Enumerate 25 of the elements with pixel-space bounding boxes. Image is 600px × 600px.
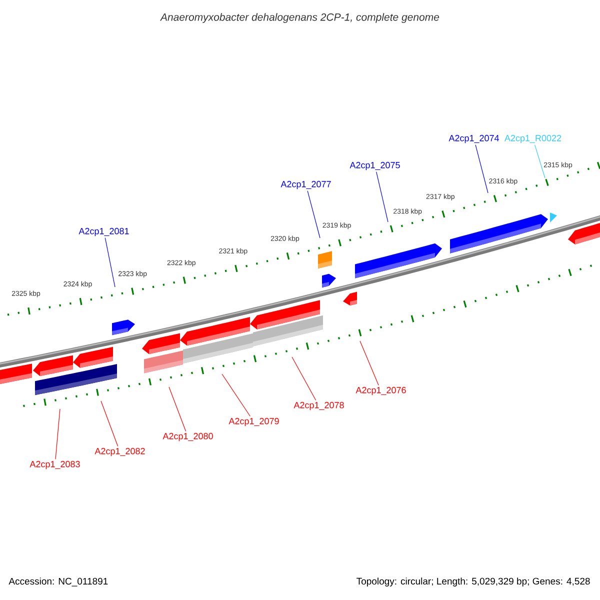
leader-line xyxy=(475,144,488,194)
leader-line xyxy=(534,144,546,178)
gene-label: A2cp1_2083 xyxy=(30,460,80,470)
gene-label: A2cp1_2074 xyxy=(448,134,499,144)
leader-line xyxy=(104,237,116,288)
leader-line xyxy=(55,408,60,460)
gene-label: A2cp1_2080 xyxy=(162,432,213,442)
gene-label: A2cp1_2077 xyxy=(280,180,331,190)
gene-label: A2cp1_2076 xyxy=(356,386,406,396)
footer-text: Topology: circular; Length: 5,029,329 bp; Genes: 4,528 xyxy=(356,578,590,586)
leader-line xyxy=(376,171,388,222)
leader-line xyxy=(100,400,118,447)
gene-label: A2cp1_R0022 xyxy=(504,134,562,144)
leader-line xyxy=(168,386,186,432)
leader-line xyxy=(222,374,250,417)
leader-line xyxy=(292,356,316,401)
gene-label: A2cp1_2079 xyxy=(228,418,279,426)
gene-label: A2cp1_2081 xyxy=(78,228,129,236)
gene-label: A2cp1_2082 xyxy=(94,448,145,456)
leader-line xyxy=(307,190,320,238)
gene-label: A2cp1_2078 xyxy=(294,402,344,410)
title: Anaeromyxobacter dehalogenans 2CP-1, complete genome xyxy=(160,13,440,23)
gene-label: A2cp1_2075 xyxy=(350,162,400,170)
footer-text: Accession: NC_011891 xyxy=(8,578,108,586)
leader-line xyxy=(360,340,379,386)
